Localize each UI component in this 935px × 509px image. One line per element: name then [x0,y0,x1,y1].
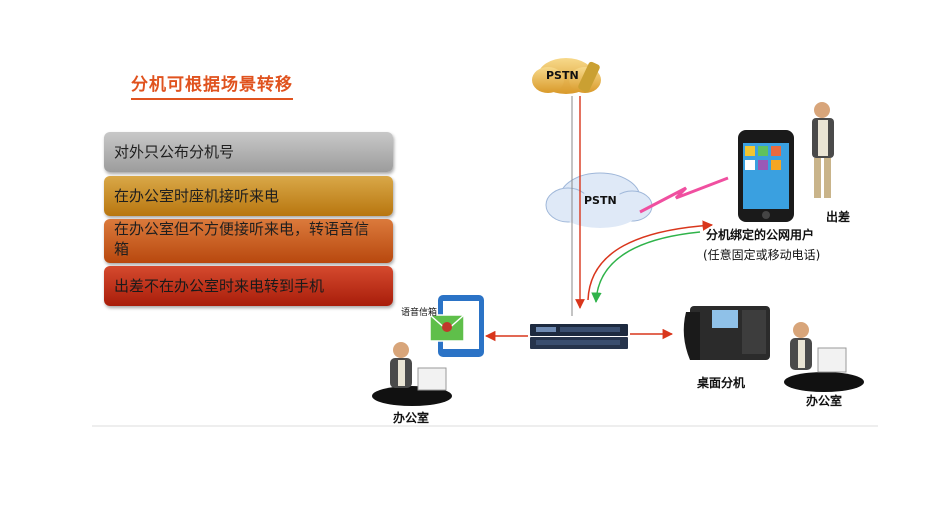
office-left-label: 办公室 [393,411,430,425]
desk-extension-label: 桌面分机 [697,376,746,390]
page-title: 分机可根据场景转移 [131,70,293,100]
scenario-bar-voicemail: 在办公室但不方便接听来电，转语音信箱 [104,219,393,263]
wireless-bolt-icon [639,176,729,214]
voicemail-label: 语音信箱 [401,308,438,318]
business-trip-label: 出差 [826,210,851,224]
traveling-person-icon [812,102,834,198]
mobile-user-label: 分机绑定的公网用户 [706,228,815,242]
desk-ip-phone-icon [683,306,770,360]
pstn-top-cloud-icon [532,58,601,94]
office-worker-right-icon [784,322,864,392]
smartphone-icon [738,130,794,222]
scenario-bar-desk-phone: 在办公室时座机接听来电 [104,176,393,216]
scenario-bar-mobile-forward: 出差不在办公室时来电转到手机 [104,266,393,306]
voicemail-tablet-icon [429,295,484,357]
pstn-middle-label: PSTN [584,194,617,207]
ip-pbx-gateway-icon [530,324,628,349]
office-right-label: 办公室 [806,394,843,408]
mobile-user-note: (任意固定或移动电话) [703,248,821,262]
pstn-top-label: PSTN [546,69,579,82]
office-worker-left-icon [372,342,452,406]
scenario-bar-public-number: 对外只公布分机号 [104,132,393,172]
